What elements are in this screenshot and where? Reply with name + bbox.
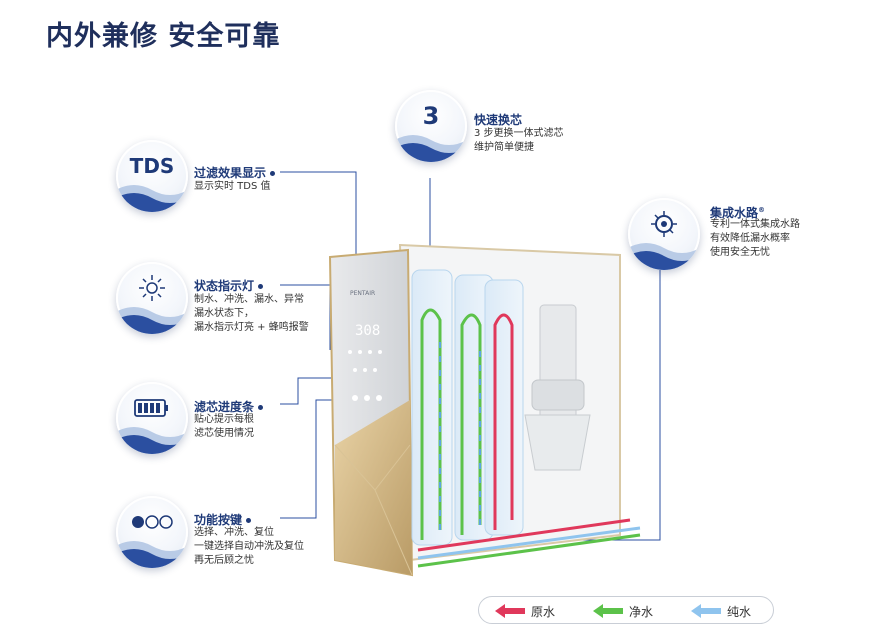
integrated-line-3: 使用安全无忧 xyxy=(710,247,770,258)
progress-line-1: 贴心提示每根 xyxy=(194,414,254,425)
status-badge xyxy=(116,262,188,334)
status-line-1: 制水、冲洗、漏水、异常 xyxy=(194,294,304,305)
left-arrow-icon xyxy=(691,604,721,618)
status-title: 状态指示灯 xyxy=(194,279,255,293)
buttons-line-3: 再无后顾之忧 xyxy=(194,555,254,566)
legend-raw-label: 原水 xyxy=(531,604,556,619)
buttons-line-2: 一键选择自动冲洗及复位 xyxy=(194,541,304,552)
integrated-line-1: 专利一体式集成水路 xyxy=(710,219,800,230)
tds-badge: TDS xyxy=(116,140,188,212)
integrated-title: 集成水路 xyxy=(710,206,759,220)
progress-title: 滤芯进度条 xyxy=(194,400,255,414)
wave-icon xyxy=(116,541,188,568)
three-dots-icon xyxy=(132,515,173,529)
progress-line-2: 滤芯使用情况 xyxy=(194,428,254,439)
tds-display: 308 xyxy=(355,323,380,339)
legend-clean-label: 净水 xyxy=(629,604,654,619)
buttons-line-1: 选择、冲洗、复位 xyxy=(194,527,274,538)
wave-icon xyxy=(116,185,188,212)
left-arrow-icon xyxy=(593,604,623,618)
quick-change-badge: 3 xyxy=(395,90,467,162)
quick-change-line-1: 3 步更换一体式滤芯 xyxy=(474,128,564,139)
status-line-3: 漏水指示灯亮 + 蜂鸣报警 xyxy=(194,322,309,333)
legend-raw-water: 原水 xyxy=(495,602,555,620)
registered-mark: ® xyxy=(758,206,766,214)
tds-line-1: 显示实时 TDS 值 xyxy=(194,181,271,192)
sun-icon xyxy=(139,275,165,301)
water-type-legend: 原水 净水 纯水 xyxy=(478,596,774,624)
tds-title: 过滤效果显示 xyxy=(194,166,267,180)
step-count: 3 xyxy=(422,102,440,130)
gear-circuit-icon xyxy=(651,211,677,237)
wave-icon xyxy=(116,307,188,334)
status-line-2: 漏水状态下， xyxy=(194,308,254,319)
wave-icon xyxy=(395,135,467,162)
legend-clean-water: 净水 xyxy=(593,602,653,620)
wave-icon xyxy=(628,243,700,270)
quick-change-line-2: 维护简单便捷 xyxy=(474,142,534,153)
tds-badge-text: TDS xyxy=(129,154,175,178)
buttons-badge xyxy=(116,496,188,568)
integrated-line-2: 有效降低漏水概率 xyxy=(710,233,790,244)
buttons-title: 功能按键 xyxy=(194,513,243,527)
page-title: 内外兼修 安全可靠 xyxy=(46,21,281,52)
legend-pure-water: 纯水 xyxy=(691,602,751,620)
progress-badge xyxy=(116,382,188,454)
brand-logo: PENTAIR xyxy=(350,290,375,297)
battery-icon xyxy=(134,399,168,417)
legend-pure-label: 纯水 xyxy=(727,604,752,619)
integrated-badge xyxy=(628,198,700,270)
quick-change-title: 快速换芯 xyxy=(474,113,523,127)
left-arrow-icon xyxy=(495,604,525,618)
wave-icon xyxy=(116,427,188,454)
water-purifier-illustration: 308 PENTAIR xyxy=(328,243,641,577)
